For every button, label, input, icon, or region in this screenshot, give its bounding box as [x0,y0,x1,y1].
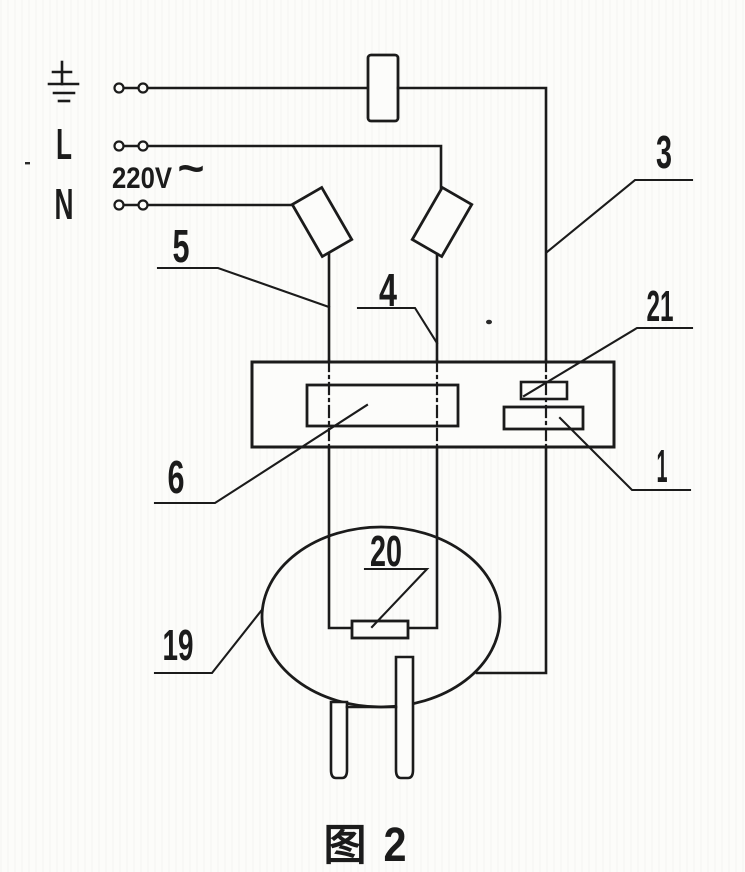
leader-20 [363,567,430,629]
figure-caption-hanzi: 图 [324,822,367,870]
leader-6 [153,403,369,505]
leader-lines [153,178,694,675]
supply-terminals [113,82,149,211]
ground-wire-right [396,86,548,364]
neutral-label: N [55,180,74,229]
leader-19 [153,609,263,675]
live-label: L [56,120,72,169]
earth-ground-icon [47,60,80,103]
neutral-terminal-b [137,199,149,211]
live-terminal-b [137,140,149,152]
contact-blade-right [410,185,474,259]
live-wire [117,144,443,194]
ac-symbol: ~ [178,144,205,193]
neutral-wire-to-filament [327,445,354,630]
scan-specks [25,162,492,325]
live-terminal-a [113,140,125,152]
leader-4 [356,306,439,345]
callout-1: 1 [657,440,668,492]
hidden-wire-dashes [327,358,548,452]
component-21-box [519,380,569,401]
leader-5 [156,266,331,309]
live-wire-to-filament [406,445,439,630]
callout-3: 3 [656,126,672,178]
callout-20: 20 [370,527,402,576]
callout-19: 19 [163,621,194,670]
fuse-component [366,53,400,123]
figure-caption-number: 2 [384,819,407,872]
ground-wire-lower [475,445,548,675]
neutral-terminal-a [113,199,125,211]
ground-terminal-b [137,82,149,94]
callout-21: 21 [647,282,674,331]
lamp-pin-left [329,700,349,780]
leader-21 [522,326,694,398]
callout-6: 6 [168,451,185,503]
voltage-label: 220V [112,162,172,195]
ground-terminal-a [113,82,125,94]
component-1-box [502,405,585,431]
component-6-box [305,383,460,428]
lamp-pin-right [394,655,415,780]
callout-4: 4 [379,264,397,316]
callout-5: 5 [173,220,190,272]
contact-blade-left [290,185,354,259]
leader-1 [558,416,692,492]
filament-20-box [350,619,410,640]
leader-3 [545,178,694,254]
